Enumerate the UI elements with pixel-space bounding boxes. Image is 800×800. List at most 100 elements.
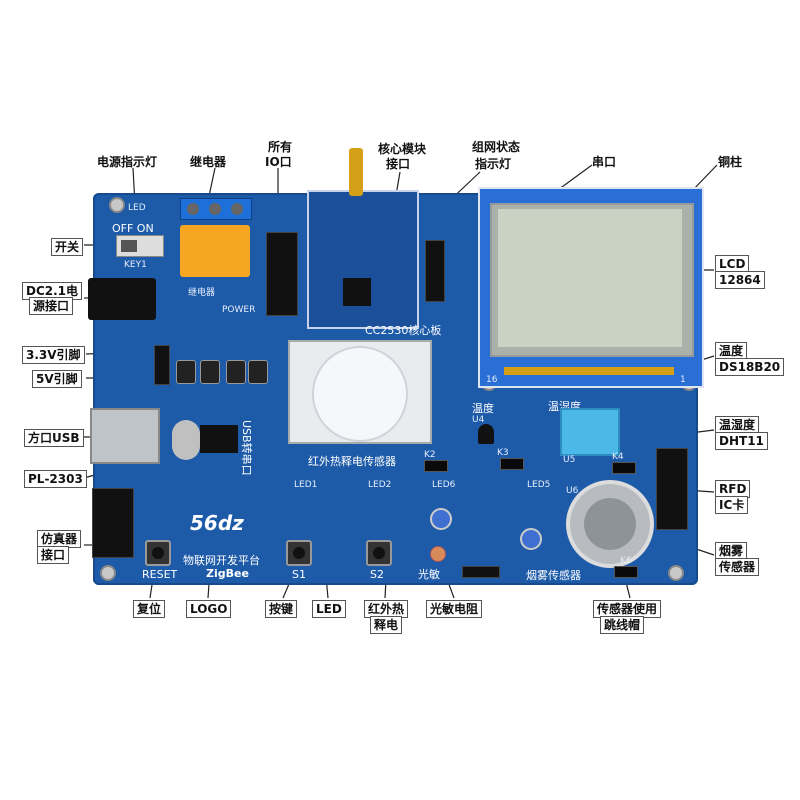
network-led-header <box>425 240 445 302</box>
label-photo: 光敏电阻 <box>426 600 483 618</box>
potentiometer-icon[interactable] <box>430 508 452 530</box>
emulator-header <box>92 488 134 558</box>
light-silk: 光敏 <box>418 568 440 581</box>
jumper-k4[interactable] <box>612 462 636 474</box>
mount-hole-icon <box>100 565 116 581</box>
power-switch[interactable] <box>116 235 164 257</box>
key-s2-button[interactable] <box>366 540 392 566</box>
usb-serial-silk: USB转串口 <box>240 420 253 476</box>
k2-silk: K2 <box>424 450 436 460</box>
label-rfid-2: IC卡 <box>715 496 749 514</box>
label-relay: 继电器 <box>190 155 227 169</box>
k4-silk: K4 <box>612 452 624 462</box>
label-pl2303: PL-2303 <box>24 470 87 488</box>
label-all-io-1: 所有 <box>268 140 293 154</box>
ds18b20-sensor <box>478 424 494 444</box>
capacitor-icon <box>176 360 196 384</box>
temp-silk: 温度 <box>472 402 494 415</box>
pir-lens-icon <box>312 346 408 442</box>
u5-silk: U5 <box>563 455 576 465</box>
jumper-k2[interactable] <box>424 460 448 472</box>
key-s1-button[interactable] <box>286 540 312 566</box>
power-pin-header <box>154 345 170 385</box>
label-core-module-2: 接口 <box>386 157 411 171</box>
photo-header <box>462 566 500 578</box>
cc2530-core-board <box>307 190 419 329</box>
label-lcd-2: 12864 <box>715 271 765 289</box>
mount-hole-icon <box>668 565 684 581</box>
key1-silk: KEY1 <box>124 260 147 270</box>
capacitor-icon <box>248 360 268 384</box>
io-header <box>266 232 298 316</box>
antenna-icon <box>349 148 363 196</box>
platform-silk: 物联网开发平台 <box>183 554 260 567</box>
label-core-module-1: 核心模块 <box>378 142 427 156</box>
label-emulator-1: 仿真器 <box>37 530 82 548</box>
capacitor-icon <box>226 360 246 384</box>
led6-silk: LED6 <box>432 480 456 490</box>
zigbee-silk: ZigBee <box>206 567 249 580</box>
dc-jack[interactable] <box>88 278 156 320</box>
label-led: LED <box>312 600 346 618</box>
label-switch: 开关 <box>51 238 84 256</box>
jumper-k6[interactable] <box>614 566 638 578</box>
u6-silk: U6 <box>566 486 579 496</box>
label-smoke-1: 烟雾 <box>715 542 748 560</box>
led5-silk: LED5 <box>527 480 551 490</box>
off-on-silk: OFF ON <box>112 222 154 235</box>
label-lcd-1: LCD <box>715 255 750 273</box>
label-emulator-2: 接口 <box>37 546 70 564</box>
label-logo: LOGO <box>186 600 232 618</box>
relay-component <box>180 225 250 277</box>
pl2303-chip <box>200 425 238 453</box>
cc2530-silk: CC2530核心板 <box>365 324 442 337</box>
reset-button[interactable] <box>145 540 171 566</box>
pir-sensor-silk: 红外热释电传感器 <box>308 455 396 468</box>
s2-silk: S2 <box>370 568 384 581</box>
relay-silk: 继电器 <box>188 288 216 298</box>
label-serial: 串口 <box>592 155 617 169</box>
led2-silk: LED2 <box>368 480 392 490</box>
mount-hole-icon <box>109 197 125 213</box>
label-key: 按键 <box>265 600 298 618</box>
u4-silk: U4 <box>472 415 485 425</box>
usb-b-port[interactable] <box>90 408 160 464</box>
s1-silk: S1 <box>292 568 306 581</box>
label-temp-2: DS18B20 <box>715 358 785 376</box>
rfid-header <box>656 448 688 530</box>
brand-logo-text: 56dz <box>190 511 244 535</box>
relay-terminal-block <box>180 198 252 220</box>
brand-logo: 56dz <box>180 505 265 575</box>
label-pir-1: 红外热 <box>364 600 409 618</box>
lcd-12864-module <box>478 187 704 388</box>
label-hum-2: DHT11 <box>715 432 768 450</box>
label-reset: 复位 <box>133 600 166 618</box>
lcd-pin-1-silk: 1 <box>680 375 686 385</box>
smoke-potentiometer-icon[interactable] <box>520 528 542 550</box>
power-silk: POWER <box>222 305 256 315</box>
label-jumper-2: 跳线帽 <box>600 616 645 634</box>
led-top-silk: LED <box>128 203 146 213</box>
label-usb-b: 方口USB <box>24 429 84 447</box>
mq-smoke-sensor <box>566 480 654 568</box>
label-pir-2: 释电 <box>370 616 403 634</box>
jumper-k3[interactable] <box>500 458 524 470</box>
smoke-sensor-silk: 烟雾传感器 <box>526 569 581 582</box>
label-hum-1: 温湿度 <box>715 416 760 434</box>
photoresistor-icon <box>430 546 446 562</box>
label-3v3: 3.3V引脚 <box>22 346 85 364</box>
dht11-sensor <box>560 408 620 456</box>
led1-silk: LED1 <box>294 480 318 490</box>
pir-sensor-board <box>288 340 432 444</box>
crystal-icon <box>172 420 200 460</box>
label-all-io-2: IO口 <box>265 155 292 169</box>
label-dc-2: 源接口 <box>29 297 74 315</box>
lcd-screen <box>498 209 682 347</box>
label-5v: 5V引脚 <box>32 370 82 388</box>
label-network-led-2: 指示灯 <box>475 157 512 171</box>
lcd-pin-16-silk: 16 <box>486 375 498 385</box>
label-jumper-1: 传感器使用 <box>593 600 662 618</box>
k6-silk: K6 <box>620 556 632 566</box>
label-network-led-1: 组网状态 <box>472 140 521 154</box>
k3-silk: K3 <box>497 448 509 458</box>
